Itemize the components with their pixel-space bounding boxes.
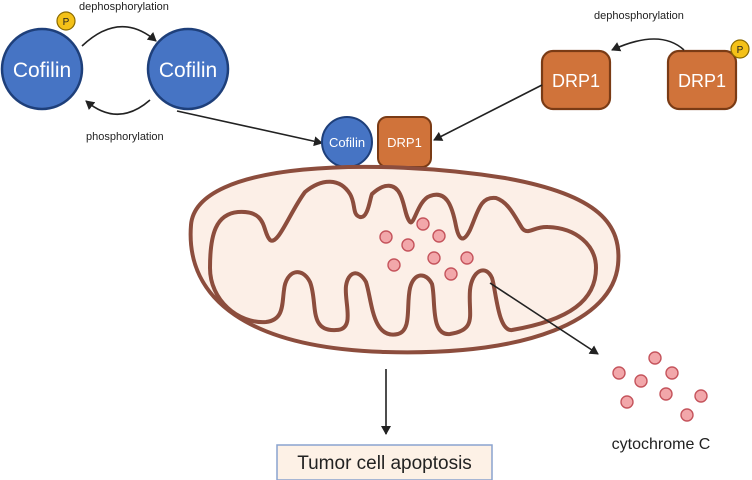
apoptosis-label: Tumor cell apoptosis	[297, 453, 472, 474]
drp1-dephos-label: dephosphorylation	[594, 10, 684, 22]
cytochrome-dot	[694, 389, 708, 403]
cytochrome-dot	[401, 238, 415, 252]
cytochrome-dot	[612, 366, 626, 380]
cytochrome-dot	[427, 251, 441, 265]
complex-cofilin-node: Cofilin	[321, 116, 373, 168]
drp1-active-node: DRP1	[540, 49, 612, 111]
cofilin-active-label: Cofilin	[159, 59, 217, 82]
complex-cofilin-label: Cofilin	[329, 135, 365, 150]
drp1-phospho-node: DRP1	[666, 49, 738, 111]
cofilin-phos-arrow	[85, 99, 151, 115]
cytochrome-dot	[620, 395, 634, 409]
cytochrome-cluster-inside	[379, 217, 474, 281]
cytochrome-dot	[460, 251, 474, 265]
drp1-phospho-label: DRP1	[678, 71, 726, 91]
cofilin-dephos-label: dephosphorylation	[79, 1, 169, 13]
cytochrome-dot	[680, 408, 694, 422]
phosphate-icon: P	[730, 39, 750, 59]
cofilin-phospho-label: Cofilin	[13, 59, 71, 82]
cytochrome-dot	[379, 230, 393, 244]
complex-drp1-node: DRP1	[377, 116, 432, 168]
cofilin-active-node: Cofilin	[146, 27, 230, 111]
mitochondrion	[188, 164, 621, 355]
cytochrome-label: cytochrome C	[612, 436, 711, 453]
mitochondrion-inner-membrane	[207, 179, 599, 337]
phosphate-label: P	[63, 17, 70, 28]
cytochrome-dot	[444, 267, 458, 281]
cytochrome-dot	[648, 351, 662, 365]
phosphate-label-drp1: P	[737, 45, 744, 56]
cytochrome-release-arrow	[489, 282, 599, 355]
cytochrome-dot	[416, 217, 430, 231]
drp1-active-label: DRP1	[552, 71, 600, 91]
cytochrome-dot	[634, 374, 648, 388]
apoptosis-box: Tumor cell apoptosis	[276, 444, 493, 480]
cofilin-to-complex-arrow	[176, 110, 323, 147]
cytochrome-dot	[387, 258, 401, 272]
cytochrome-cluster-released	[612, 351, 708, 422]
complex-drp1-label: DRP1	[387, 135, 422, 150]
cofilin-dephos-arrow	[81, 25, 157, 47]
cofilin-phos-label: phosphorylation	[86, 131, 164, 143]
cytochrome-dot	[432, 229, 446, 243]
phosphate-icon: P	[56, 11, 76, 31]
drp1-to-complex-arrow	[433, 84, 543, 141]
cytochrome-dot	[659, 387, 673, 401]
drp1-dephos-arrow	[611, 38, 685, 52]
cofilin-phospho-node: Cofilin	[0, 27, 84, 111]
cytochrome-dot	[665, 366, 679, 380]
